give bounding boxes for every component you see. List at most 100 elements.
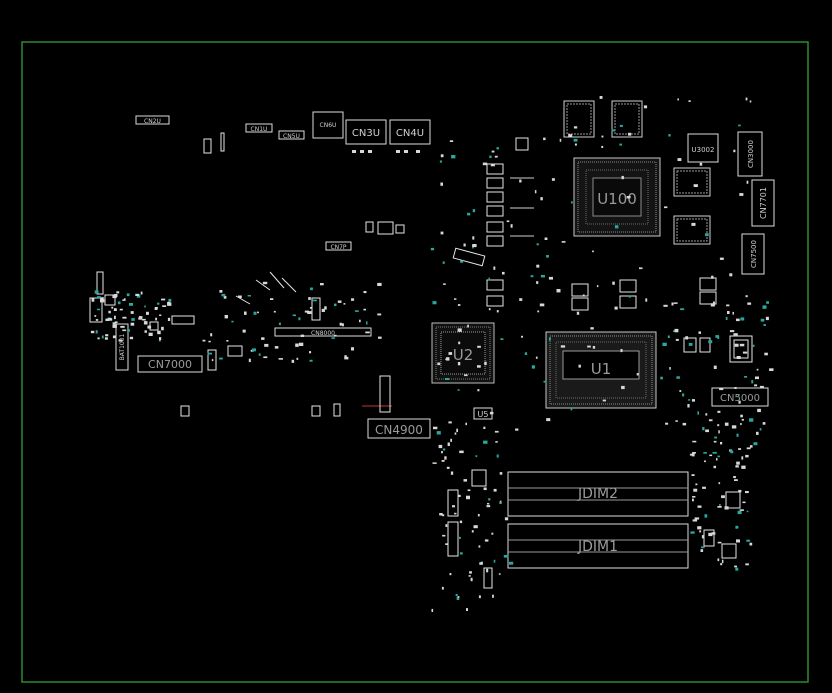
pad	[749, 445, 753, 448]
pad	[298, 317, 301, 321]
pad	[159, 314, 162, 316]
pad	[724, 422, 729, 426]
pad	[587, 345, 591, 348]
pad	[551, 178, 555, 181]
pad	[729, 273, 733, 277]
pad	[745, 563, 749, 566]
pad	[502, 271, 505, 275]
pad	[713, 440, 717, 443]
u100-label: U100	[597, 190, 637, 208]
pad	[309, 307, 312, 309]
pad	[450, 438, 452, 442]
pad	[599, 96, 603, 99]
pad	[576, 311, 580, 315]
pad	[455, 594, 458, 597]
pad	[366, 321, 368, 325]
pad	[596, 285, 599, 288]
pad	[704, 460, 706, 463]
connector-cn8000[interactable]: CN8000	[274, 327, 372, 337]
pad	[119, 308, 123, 311]
pad	[448, 352, 453, 355]
dimm-slot-jdim1[interactable]: JDIM1	[507, 523, 689, 569]
pad	[490, 163, 495, 167]
connector-bat1001[interactable]: BAT1001	[115, 323, 129, 371]
pad	[734, 479, 738, 481]
pad	[619, 143, 622, 146]
connector-cn1u[interactable]: CN1U	[245, 123, 273, 133]
pad	[614, 225, 619, 229]
connector-cn6u[interactable]: CN6U	[312, 111, 344, 139]
connector-cn7500[interactable]: CN7500	[741, 233, 765, 275]
connector-cn7p[interactable]: CN7P	[325, 241, 352, 251]
pad	[473, 525, 478, 529]
connector-cn4900[interactable]: CN4900	[367, 418, 431, 439]
connector-cn7000[interactable]: CN7000	[137, 355, 203, 373]
connector-cn3u[interactable]: CN3U	[345, 119, 387, 145]
pad	[535, 356, 538, 359]
pad	[135, 293, 139, 296]
pad	[753, 442, 758, 446]
connector-cn5u[interactable]: CN5U	[278, 130, 305, 140]
pad	[590, 327, 594, 330]
connector-cn7701[interactable]: CN7701	[751, 179, 775, 227]
chip-u2[interactable]: U2	[431, 322, 495, 384]
chip-u1[interactable]: U1	[545, 331, 657, 409]
connector-cn3000[interactable]: CN3000	[737, 131, 763, 177]
jdim1-label: JDIM1	[577, 539, 618, 555]
pad	[298, 342, 304, 346]
pad	[689, 453, 693, 456]
pad	[363, 308, 366, 311]
cn2u-label: CN2U	[144, 118, 161, 125]
pad	[560, 345, 566, 348]
pad	[679, 390, 682, 392]
pad	[601, 145, 604, 148]
pad	[493, 559, 496, 563]
pad	[716, 458, 718, 461]
angled-connector	[452, 247, 486, 267]
pad	[295, 343, 299, 347]
pad	[477, 389, 480, 392]
pad	[736, 318, 740, 322]
pad	[494, 155, 498, 158]
chip-u5[interactable]: U5	[473, 407, 493, 420]
pad	[717, 558, 720, 562]
pad	[450, 471, 454, 475]
cn7701-label: CN7701	[759, 187, 768, 219]
pad	[717, 455, 720, 458]
pad	[764, 352, 768, 356]
pad	[688, 399, 691, 401]
pad	[130, 322, 135, 326]
pad	[459, 450, 464, 454]
pad	[242, 329, 246, 333]
pad	[223, 296, 227, 299]
pad	[441, 514, 445, 517]
chip-u3002[interactable]: U3002	[687, 133, 719, 163]
pad	[482, 162, 488, 166]
pad	[498, 573, 501, 575]
pad	[154, 308, 158, 310]
cn3u-label: CN3U	[352, 128, 380, 139]
pad	[143, 321, 148, 325]
pad	[344, 356, 349, 360]
pad	[762, 422, 766, 425]
pad	[489, 155, 492, 159]
dimm-slot-jdim2[interactable]: JDIM2	[507, 471, 689, 517]
connector-cn2u[interactable]: CN2U	[135, 115, 170, 125]
chip-u100[interactable]: U100	[573, 157, 661, 237]
pad	[663, 304, 668, 307]
pad	[154, 307, 158, 309]
connector-cn5000[interactable]: CN5000	[711, 387, 769, 407]
pad	[570, 201, 573, 204]
connector-cn4u[interactable]: CN4U	[389, 119, 431, 145]
pad	[745, 454, 749, 458]
pad	[130, 311, 134, 314]
pad	[94, 315, 97, 317]
pad	[231, 320, 234, 323]
pad	[112, 324, 117, 328]
pad	[321, 308, 325, 312]
pad	[519, 298, 523, 301]
pad	[592, 346, 596, 349]
pad	[459, 536, 461, 539]
pad	[491, 150, 495, 153]
pad	[717, 541, 722, 544]
